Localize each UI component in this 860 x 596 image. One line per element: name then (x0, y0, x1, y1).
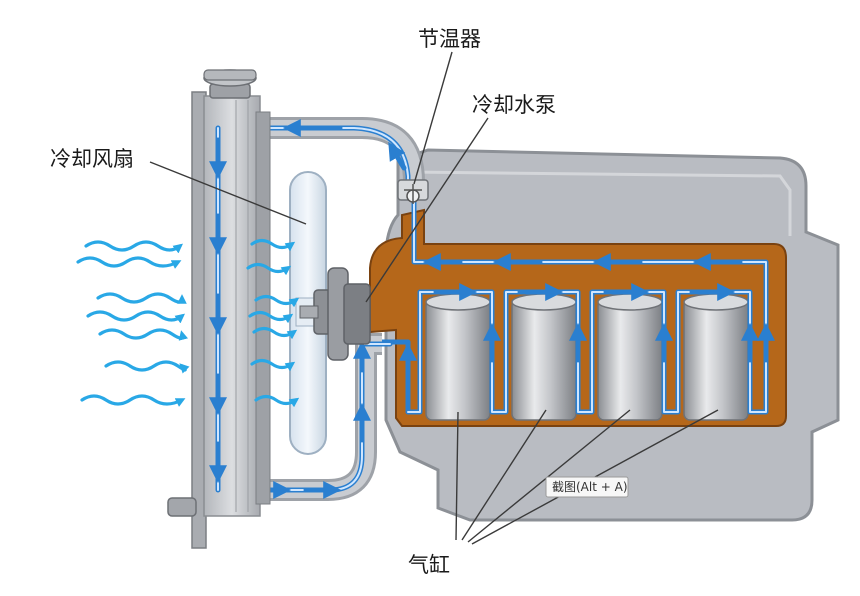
air-flow (76, 238, 300, 408)
cylinder-2 (511, 293, 577, 421)
screenshot-tooltip: 截图(Alt + A) (545, 476, 629, 498)
radiator (167, 69, 271, 549)
coolant-hoses (215, 117, 425, 501)
radiator-cap (203, 69, 257, 99)
water-pump-label: 冷却水泵 (472, 93, 556, 117)
thermostat (397, 179, 429, 204)
cylinder-3 (597, 293, 663, 421)
cylinder-4 (683, 293, 749, 421)
water-pump (299, 267, 371, 361)
tooltip-text: 截图(Alt + A) (552, 480, 628, 494)
cylinder-1 (425, 293, 491, 421)
engine-coolant-flow (377, 197, 775, 415)
cylinders (425, 293, 749, 421)
cylinder-label: 气缸 (408, 553, 450, 577)
thermostat-label: 节温器 (418, 27, 481, 51)
cooling-fan-label: 冷却风扇 (50, 147, 134, 171)
